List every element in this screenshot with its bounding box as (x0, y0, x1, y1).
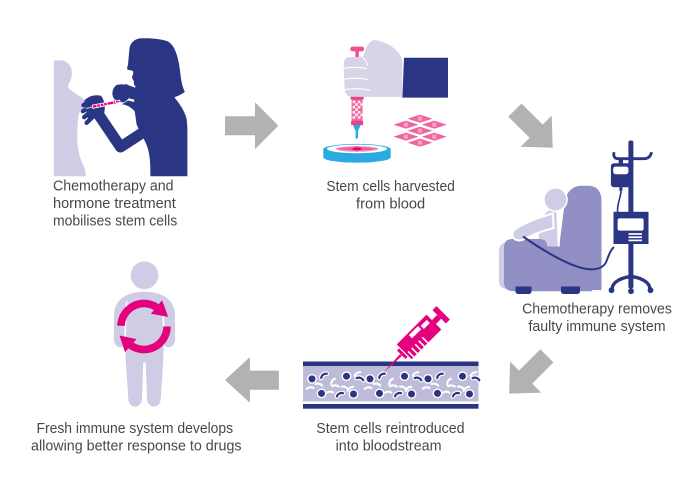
svg-text:from blood: from blood (356, 195, 425, 212)
svg-text:allowing better response to dr: allowing better response to drugs (31, 437, 242, 454)
svg-text:Fresh immune system develops: Fresh immune system develops (36, 420, 233, 437)
svg-text:Stem cells reintroduced: Stem cells reintroduced (316, 420, 464, 437)
svg-text:into bloodstream: into bloodstream (336, 437, 442, 454)
svg-text:faulty immune system: faulty immune system (528, 318, 665, 335)
svg-text:mobilises stem cells: mobilises stem cells (53, 212, 178, 229)
svg-text:Stem cells harvested: Stem cells harvested (326, 178, 455, 195)
svg-text:Chemotherapy and: Chemotherapy and (53, 177, 174, 194)
svg-text:Chemotherapy removes: Chemotherapy removes (522, 301, 672, 318)
svg-text:hormone treatment: hormone treatment (53, 195, 177, 212)
